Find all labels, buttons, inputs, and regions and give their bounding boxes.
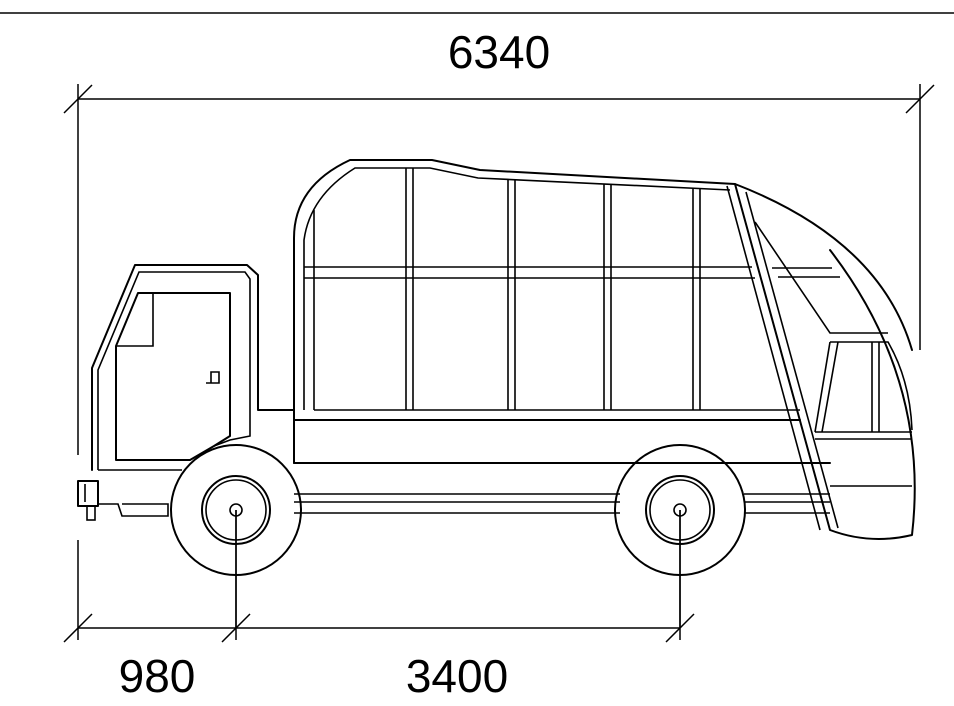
body-outer-outline	[293, 159, 913, 464]
door-handle	[206, 371, 220, 384]
bottom-dimensions: 980 3400	[63, 510, 695, 702]
front-bumper	[77, 480, 99, 507]
cab-outline	[91, 264, 295, 471]
cab-door	[115, 292, 231, 461]
cab-inner-outline	[97, 271, 251, 470]
body-inner-outline	[303, 167, 731, 410]
tailgate-outline	[734, 183, 916, 540]
tick-mark	[63, 84, 93, 114]
tailgate-inner-line	[745, 191, 839, 529]
tick-mark	[63, 613, 93, 643]
truck-cab	[77, 264, 295, 521]
tailgate-frame	[814, 341, 831, 433]
tailgate-hinge-line	[726, 185, 821, 531]
step-plate	[98, 503, 169, 517]
tow-hook	[86, 505, 96, 521]
garbage-body	[293, 159, 916, 540]
door-window	[116, 293, 154, 347]
wheelbase-label: 3400	[406, 650, 508, 701]
tick-mark	[905, 84, 935, 114]
overall-length-label: 6340	[448, 26, 550, 78]
tailgate-frame	[830, 341, 913, 431]
tailgate-frame	[754, 221, 888, 334]
chassis-frame	[98, 462, 912, 514]
overall-length-dimension: 6340	[63, 26, 935, 455]
front-overhang-label: 980	[119, 650, 196, 701]
tailgate-frame	[821, 341, 839, 433]
